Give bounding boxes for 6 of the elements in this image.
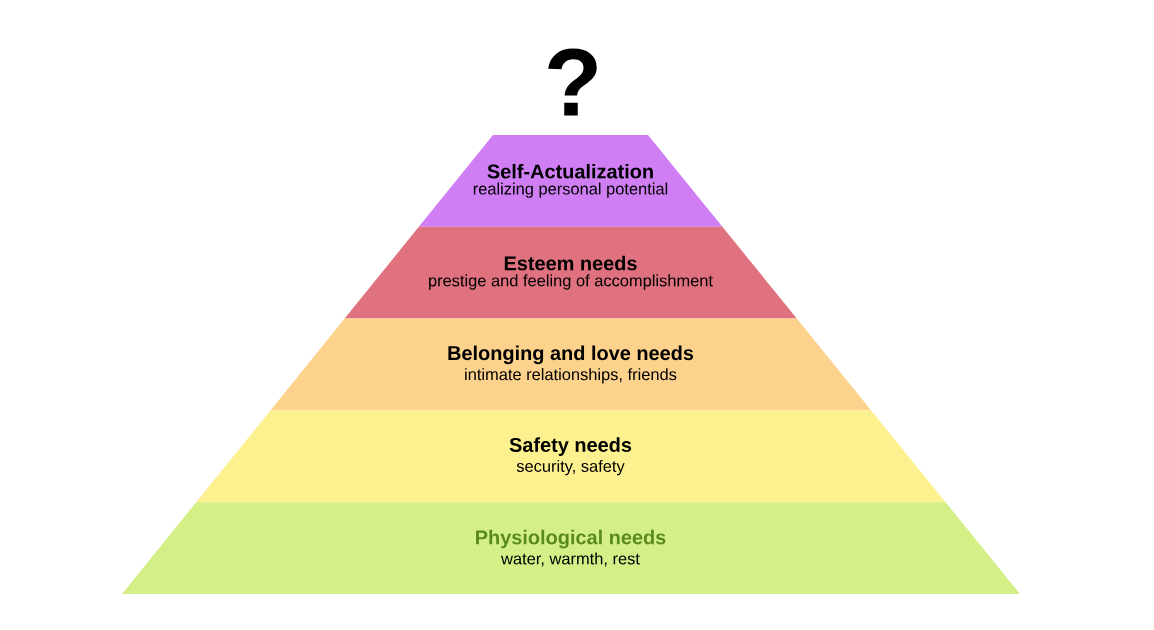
pyramid-layer: Belonging and love needs intimate relationships, friends	[270, 318, 872, 411]
pyramid-layer: Safety needs security, safety	[196, 410, 946, 503]
question-mark: ?	[548, 48, 597, 116]
pyramid-layer: Self-Actualization realizing personal potential	[418, 135, 723, 227]
pyramid-layer: Esteem needs prestige and feeling of accomplishment	[344, 226, 797, 319]
pyramid-layer: Physiological needs water, warmth, rest	[122, 502, 1020, 594]
